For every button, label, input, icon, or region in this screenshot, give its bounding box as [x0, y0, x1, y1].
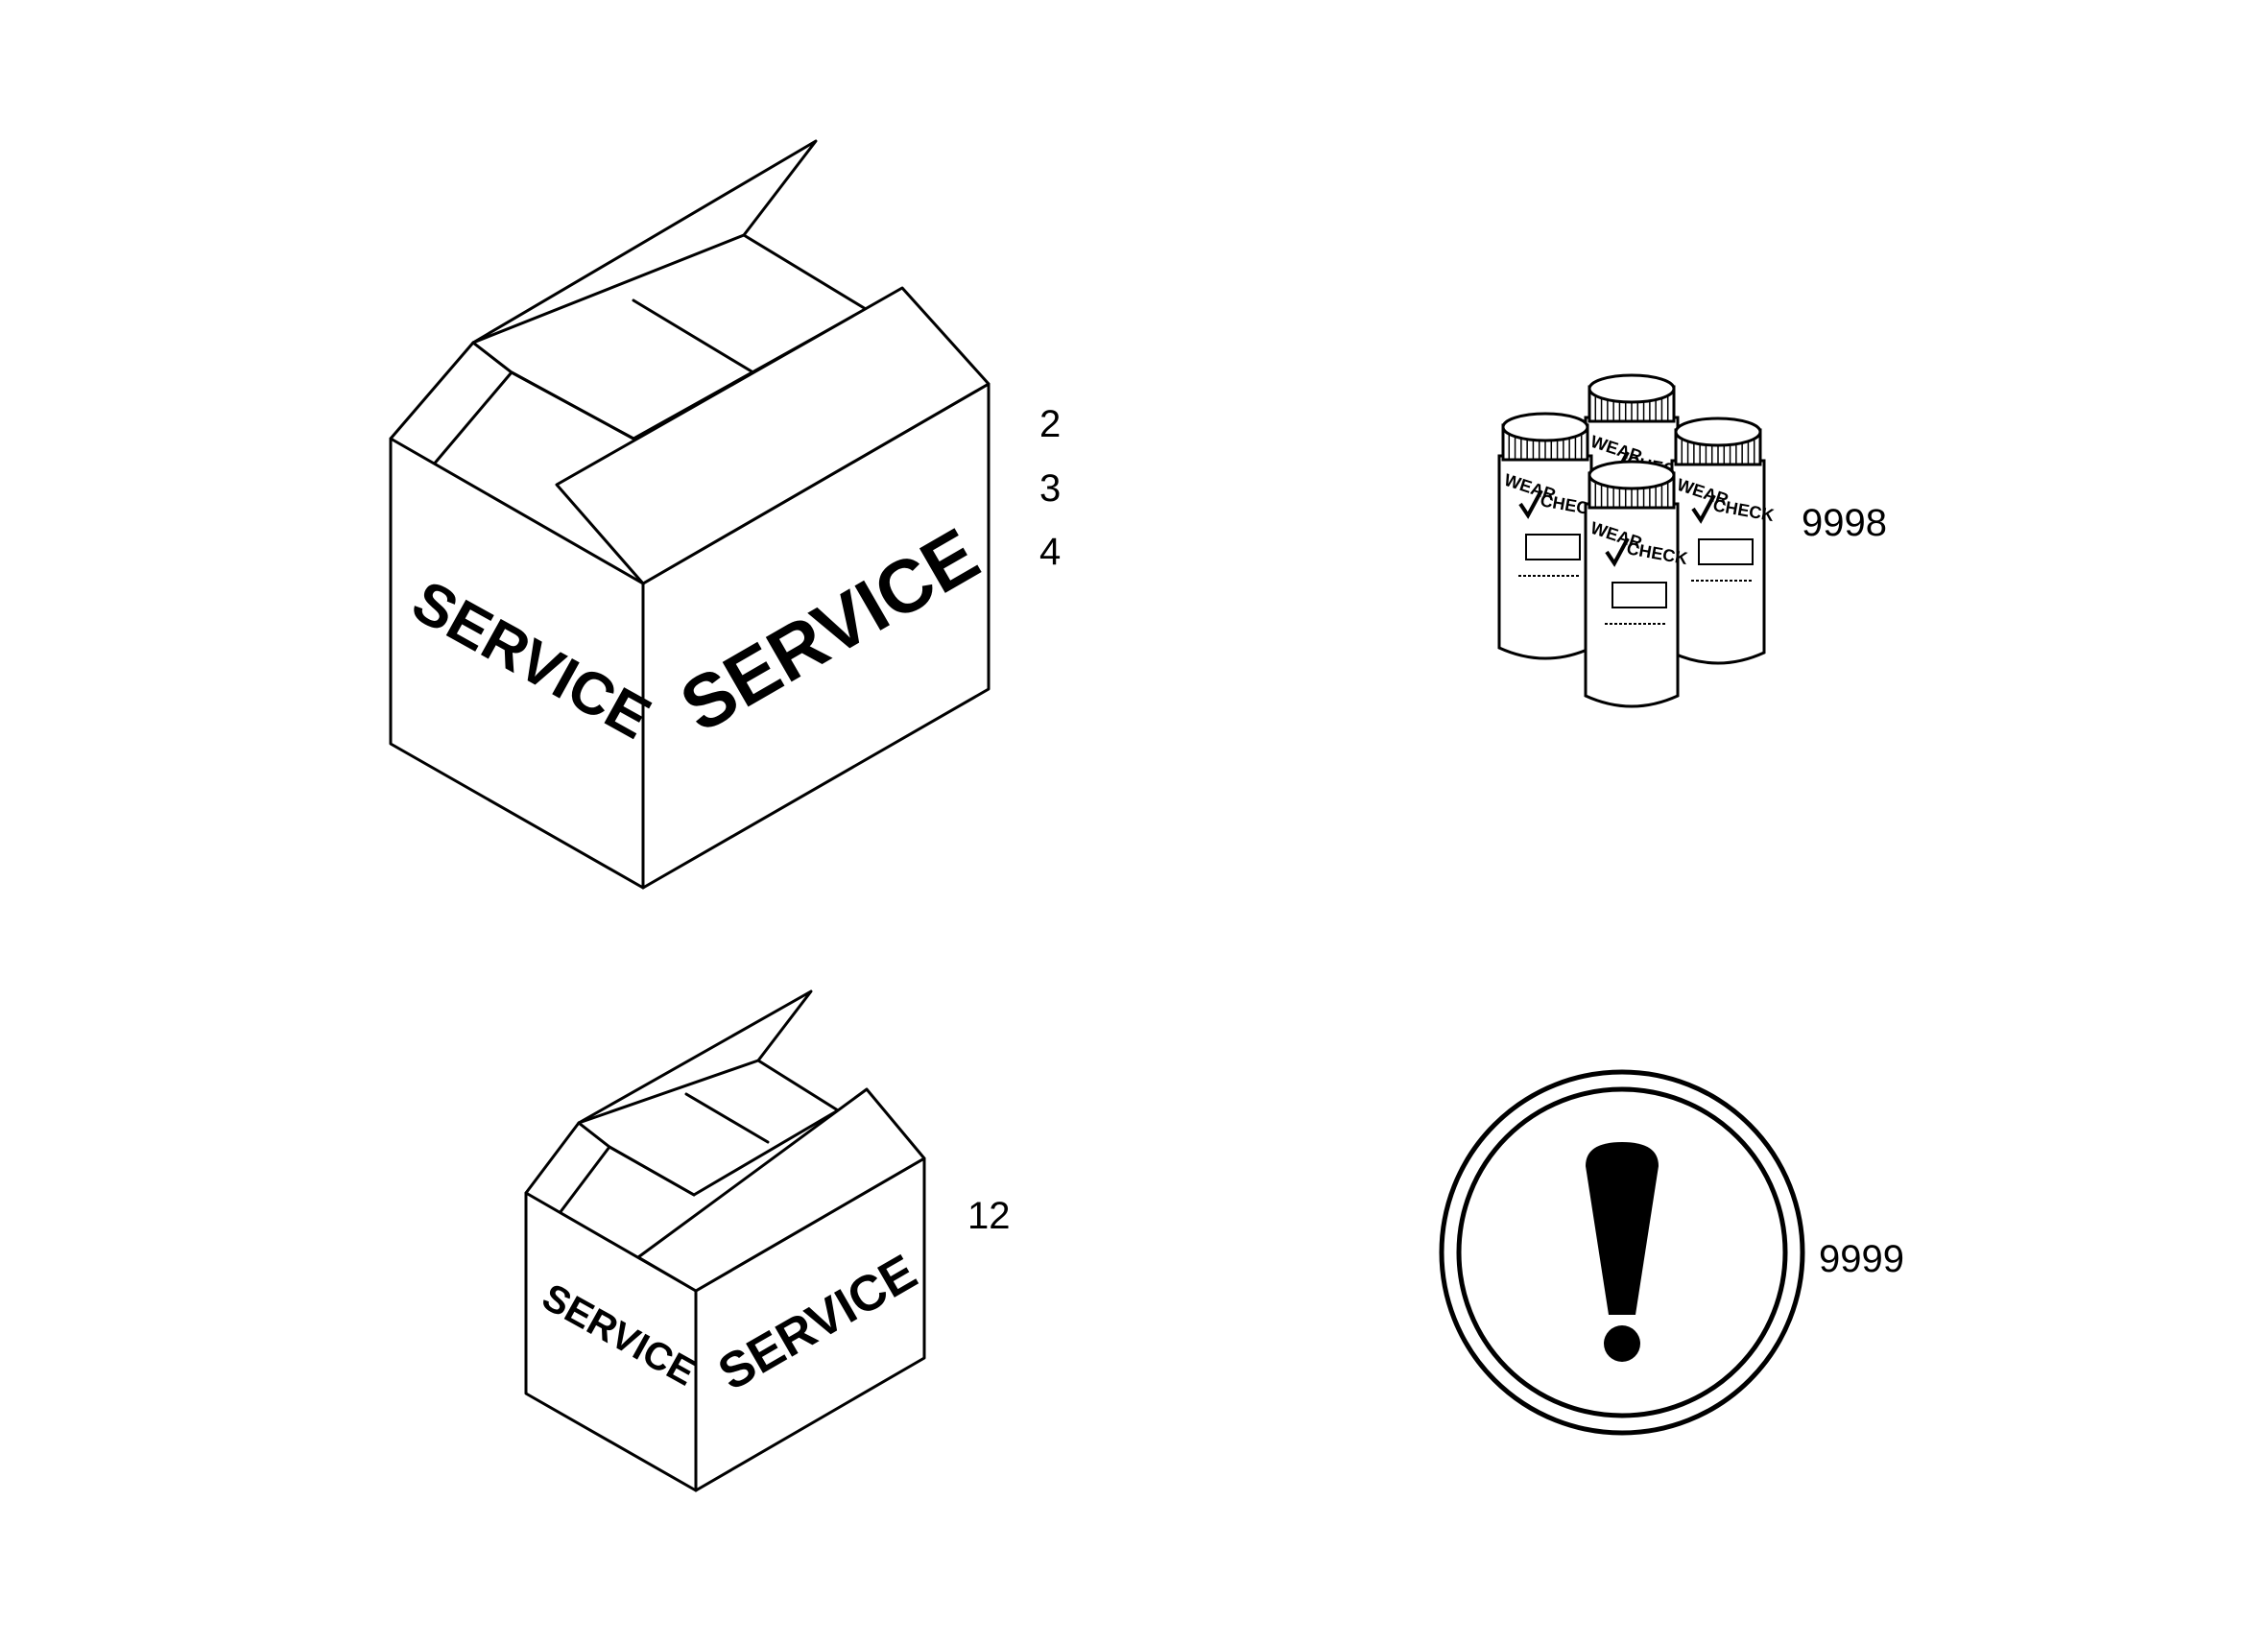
- exclamation-bar: [1586, 1142, 1659, 1315]
- box-large-front-flap: [555, 286, 991, 585]
- service-box-small: SERVICE SERVICE: [524, 989, 926, 1492]
- bottle-label-field: [1611, 582, 1667, 608]
- callout-2: 2: [1039, 403, 1061, 445]
- bottle-label-field: [1698, 538, 1754, 565]
- bottle-cap-top: [1674, 417, 1762, 447]
- callout-3: 3: [1039, 467, 1061, 510]
- bottle-cap-top: [1588, 373, 1676, 404]
- callout-9999: 9999: [1819, 1238, 1904, 1280]
- callout-4: 4: [1039, 531, 1061, 573]
- warning-inner-ring: [1456, 1086, 1788, 1418]
- callout-12: 12: [967, 1195, 1011, 1237]
- box-small-front-flap: [636, 1087, 926, 1293]
- checkmark-icon: [1691, 494, 1716, 524]
- box-small-top-opening: [577, 1059, 840, 1197]
- oil-sample-bottles-icon: WEARCHECKWEARCHECKWEARCHECKWEARCHECK: [1497, 373, 1776, 708]
- callout-9998: 9998: [1802, 502, 1887, 544]
- exclamation-dot: [1604, 1325, 1640, 1362]
- service-box-large: SERVICE SERVICE: [389, 139, 992, 890]
- checkmark-icon: [1605, 537, 1630, 567]
- bottle-label-field: [1525, 534, 1581, 560]
- exclamation-warning-icon: [1439, 1069, 1805, 1436]
- checkmark-icon: [1518, 489, 1543, 519]
- bottle-cap-top: [1501, 412, 1589, 442]
- bottle-cap-top: [1588, 460, 1676, 490]
